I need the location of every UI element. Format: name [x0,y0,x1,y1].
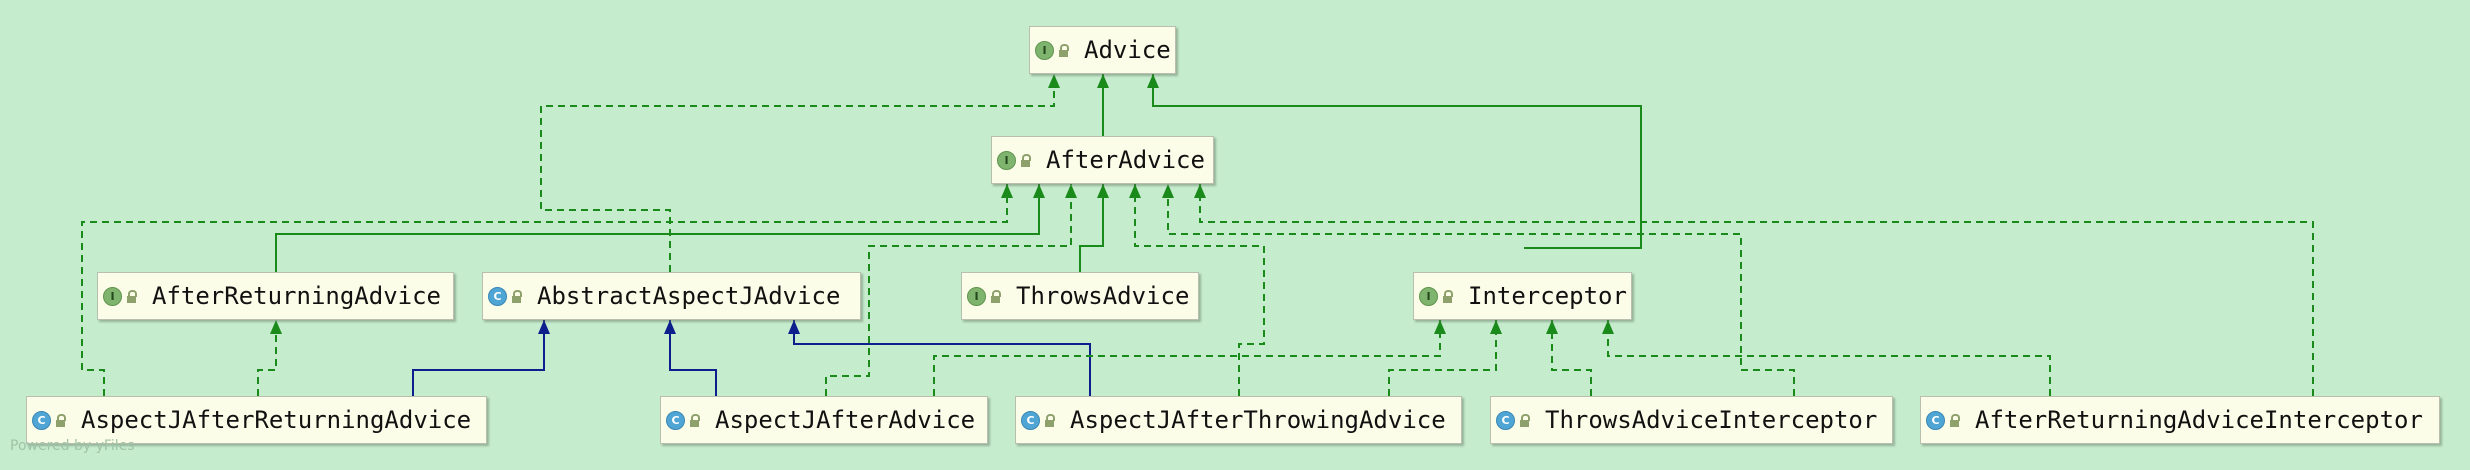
after-advice-node[interactable]: I AfterAdvice [991,136,1214,184]
node-label: Advice [1084,36,1171,64]
interceptor-node[interactable]: I Interceptor [1413,272,1632,320]
throws-advice-node[interactable]: I ThrowsAdvice [961,272,1199,320]
interface-icon: I [1419,286,1438,306]
class-icon: C [666,410,685,430]
edge-aspectj-after-advice-to-abstract-aspectj-advice [664,320,717,396]
edge-throws-advice-interceptor-to-after-advice [1162,184,1795,396]
edge-throws-advice-to-after-advice [1079,184,1109,272]
node-label: Interceptor [1468,282,1627,310]
edge-throws-advice-interceptor-to-interceptor [1546,320,1592,396]
lock-icon [125,289,138,303]
edge-aspectj-after-advice-to-interceptor [933,320,1446,396]
interface-icon: I [997,150,1016,170]
edge-aspectj-after-returning-advice-to-after-advice [81,184,1013,396]
class-icon: C [1496,410,1515,430]
after-returning-advice-interceptor-node[interactable]: C AfterReturningAdviceInterceptor [1920,396,2440,444]
abstract-class-icon: C [488,286,507,306]
lock-icon [1518,413,1531,427]
lock-icon [688,413,701,427]
lock-icon [989,289,1002,303]
advice-node[interactable]: I Advice [1029,26,1176,74]
node-label: ThrowsAdviceInterceptor [1545,406,1878,434]
edge-aspectj-after-throwing-advice-to-interceptor [1388,320,1502,396]
lock-icon [510,289,523,303]
edge-aspectj-after-returning-advice-to-after-returning-advice [257,320,282,396]
class-icon: C [1021,410,1040,430]
aspectj-after-throwing-advice-node[interactable]: C AspectJAfterThrowingAdvice [1015,396,1462,444]
edge-aspectj-after-throwing-advice-to-after-advice [1129,184,1265,396]
interface-icon: I [967,286,986,306]
edge-after-returning-advice-interceptor-to-after-advice [1194,184,2314,396]
edge-aspectj-after-throwing-advice-to-abstract-aspectj-advice [788,320,1091,396]
lock-icon [1019,153,1032,167]
watermark: Powered by yFiles [10,438,135,454]
throws-advice-interceptor-node[interactable]: C ThrowsAdviceInterceptor [1490,396,1893,444]
edge-aspectj-after-advice-to-after-advice [825,184,1077,396]
edge-abstract-aspectj-advice-to-advice [540,74,1060,272]
node-label: AspectJAfterReturningAdvice [81,406,472,434]
edge-after-returning-advice-interceptor-to-interceptor [1602,320,2051,396]
edge-after-returning-advice-to-after-advice [275,184,1045,272]
lock-icon [1043,413,1056,427]
edge-interceptor-to-advice [1147,74,1642,249]
node-label: AfterReturningAdviceInterceptor [1975,406,2423,434]
class-icon: C [1926,410,1945,430]
node-label: AspectJAfterAdvice [715,406,976,434]
interface-icon: I [103,286,122,306]
lock-icon [54,413,67,427]
aspectj-after-advice-node[interactable]: C AspectJAfterAdvice [660,396,988,444]
lock-icon [1441,289,1454,303]
node-label: AbstractAspectJAdvice [537,282,841,310]
node-label: ThrowsAdvice [1016,282,1190,310]
aspectj-after-returning-advice-node[interactable]: C AspectJAfterReturningAdvice [26,396,487,444]
lock-icon [1948,413,1961,427]
after-returning-advice-node[interactable]: I AfterReturningAdvice [97,272,454,320]
node-label: AfterReturningAdvice [152,282,441,310]
abstract-aspectj-advice-node[interactable]: C AbstractAspectJAdvice [482,272,861,320]
edge-aspectj-after-returning-advice-to-abstract-aspectj-advice [412,320,550,396]
node-label: AfterAdvice [1046,146,1205,174]
interface-icon: I [1035,40,1054,60]
class-icon: C [32,410,51,430]
lock-icon [1057,43,1070,57]
node-label: AspectJAfterThrowingAdvice [1070,406,1446,434]
